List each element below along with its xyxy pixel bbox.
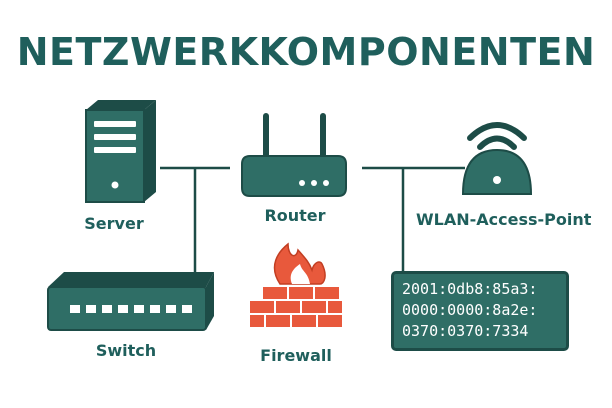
server-label: Server bbox=[84, 214, 144, 233]
switch-label: Switch bbox=[95, 341, 157, 360]
router-icon bbox=[241, 113, 347, 197]
router-label: Router bbox=[264, 206, 326, 225]
ipv6-address-line: 0370:0370:7334 bbox=[402, 322, 529, 340]
wlan-label: WLAN-Access-Point bbox=[416, 210, 592, 229]
diagram-title: NETZWERKKOMPONENTEN bbox=[16, 30, 596, 74]
switch-icon bbox=[47, 272, 214, 331]
wifi-access-point-icon bbox=[461, 122, 533, 195]
ipv6-address-line: 2001:0db8:85a3: bbox=[402, 280, 538, 298]
connector-lines bbox=[160, 166, 465, 272]
ipv6-address-line: 0000:0000:8a2e: bbox=[402, 301, 538, 319]
ipv6-address-box: 2001:0db8:85a3: 0000:0000:8a2e: 0370:037… bbox=[391, 271, 569, 351]
server-icon bbox=[85, 100, 156, 203]
firewall-label: Firewall bbox=[260, 346, 332, 365]
firewall-icon bbox=[248, 242, 344, 329]
